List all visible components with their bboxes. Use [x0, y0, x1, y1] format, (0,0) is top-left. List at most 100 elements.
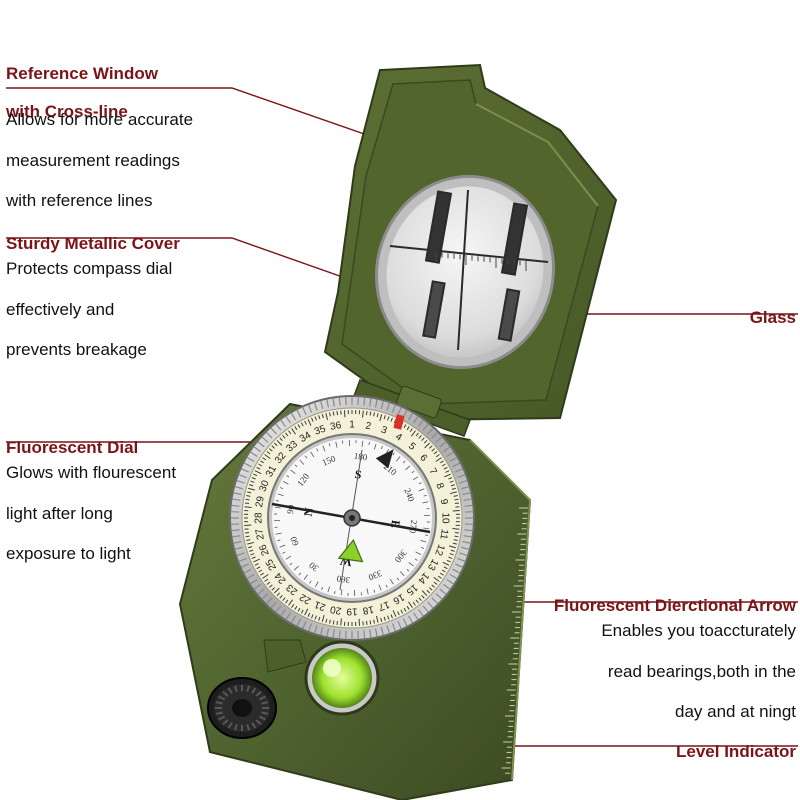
dial-tick: [304, 608, 309, 616]
bezel-ridge: [290, 615, 297, 624]
dial-tick: [431, 448, 436, 452]
dial-tick: [379, 414, 383, 422]
dial-tick: [340, 618, 342, 626]
knob-ridge: [218, 695, 226, 701]
dial-number: 3: [379, 424, 388, 436]
dial-tick: [423, 439, 428, 444]
dial-tick: [311, 614, 314, 619]
dial-number: 9: [438, 498, 450, 506]
dial-tick: [426, 589, 431, 594]
sturdy-cover-description-line: prevents breakage: [6, 340, 147, 359]
card-tick: [275, 500, 280, 502]
dial-tick: [258, 463, 263, 467]
dial-tick: [282, 597, 286, 602]
dial-tick: [329, 412, 331, 417]
dial-tick: [250, 553, 255, 556]
bezel-ridge: [402, 618, 408, 627]
dial-tick: [431, 584, 436, 588]
dial-tick: [437, 575, 442, 579]
card-degree-number: 60: [288, 535, 301, 548]
knob-ridge: [258, 695, 266, 701]
dial-tick: [245, 535, 250, 538]
dial-tick: [446, 559, 451, 563]
card-tick: [396, 456, 401, 462]
card-tick: [424, 534, 429, 536]
dial-tick: [439, 572, 444, 576]
bezel-ridge: [233, 540, 242, 544]
dial-tick: [454, 502, 460, 505]
dial-tick: [307, 612, 311, 617]
adjustment-knob: [207, 639, 307, 739]
card-tick: [340, 589, 343, 596]
card-tick: [280, 487, 284, 490]
directional-arrow-description-line: Enables you toaccturately: [601, 621, 796, 640]
dial-tick: [409, 428, 413, 433]
card-tick: [293, 565, 299, 571]
dial-number: 18: [361, 603, 374, 616]
knob-ridge: [234, 724, 238, 731]
reference-window-description-line: with reference lines: [6, 191, 153, 210]
card-tick: [286, 475, 290, 478]
card-degree-number: 270: [407, 519, 419, 534]
bezel-ridge: [280, 419, 287, 427]
dial-tick: [439, 460, 444, 464]
dial-tick: [253, 473, 258, 477]
dial-tick: [291, 428, 296, 435]
sturdy-cover-description-line: effectively and: [6, 299, 115, 319]
dial-tick: [244, 506, 252, 508]
knob-ridge: [255, 690, 262, 697]
dial-tick: [443, 566, 448, 570]
knob-ridge: [227, 687, 233, 694]
card-tick: [294, 464, 298, 468]
dial-tick: [279, 437, 283, 442]
dial-tick: [256, 566, 261, 570]
card-tick: [378, 584, 382, 591]
dial-tick: [453, 539, 458, 541]
dial-number: 12: [432, 543, 446, 558]
leader-line-reference-window: [6, 87, 371, 137]
card-tick: [412, 476, 419, 481]
bezel-ridge: [236, 480, 245, 484]
knob-ridge: [215, 701, 223, 705]
dial-tick: [249, 549, 254, 552]
dial-number: 11: [437, 528, 450, 541]
card-tick: [411, 470, 415, 474]
card-tick: [380, 446, 383, 450]
bezel-ridge: [435, 593, 443, 600]
bezel-ridge: [454, 468, 463, 473]
bezel-ridge: [363, 397, 366, 406]
bezel-ridge: [308, 623, 313, 632]
bezel-ridge: [250, 451, 258, 457]
card-tick: [315, 581, 319, 588]
dial-tick: [428, 445, 433, 449]
bezel-ridge: [439, 441, 447, 448]
bezel-ridge: [431, 597, 438, 604]
card-degree-number: 330: [367, 568, 384, 583]
dial-tick: [428, 587, 433, 591]
dial-tick: [246, 539, 251, 541]
bezel-ridge: [460, 486, 470, 490]
knob-ridge: [261, 701, 269, 705]
dial-number: 4: [393, 431, 404, 444]
bezel-ridge: [236, 552, 245, 556]
knob-ridge: [227, 722, 233, 729]
card-tick: [402, 460, 406, 464]
dial-tick: [279, 594, 283, 599]
bezel-ridge: [449, 573, 458, 580]
dial-tick: [321, 614, 325, 622]
card-degree-number: 90: [285, 504, 296, 515]
dial-tick: [444, 473, 451, 478]
dial-tick: [245, 498, 250, 501]
dial-tick: [443, 466, 448, 470]
card-tick: [361, 440, 364, 447]
card-tick: [309, 580, 312, 584]
sturdy-cover-title-line: Sturdy Metallic Cover: [6, 234, 180, 253]
bezel-ridge: [452, 568, 461, 574]
dial-tick: [266, 451, 271, 455]
card-tick: [274, 506, 281, 509]
dial-tick: [406, 605, 410, 610]
bezel-ridge: [407, 412, 414, 421]
dial-tick: [362, 410, 364, 418]
knob-ridge: [246, 724, 250, 731]
reference-window-description: Allows for more accurate measurement rea…: [6, 91, 193, 230]
